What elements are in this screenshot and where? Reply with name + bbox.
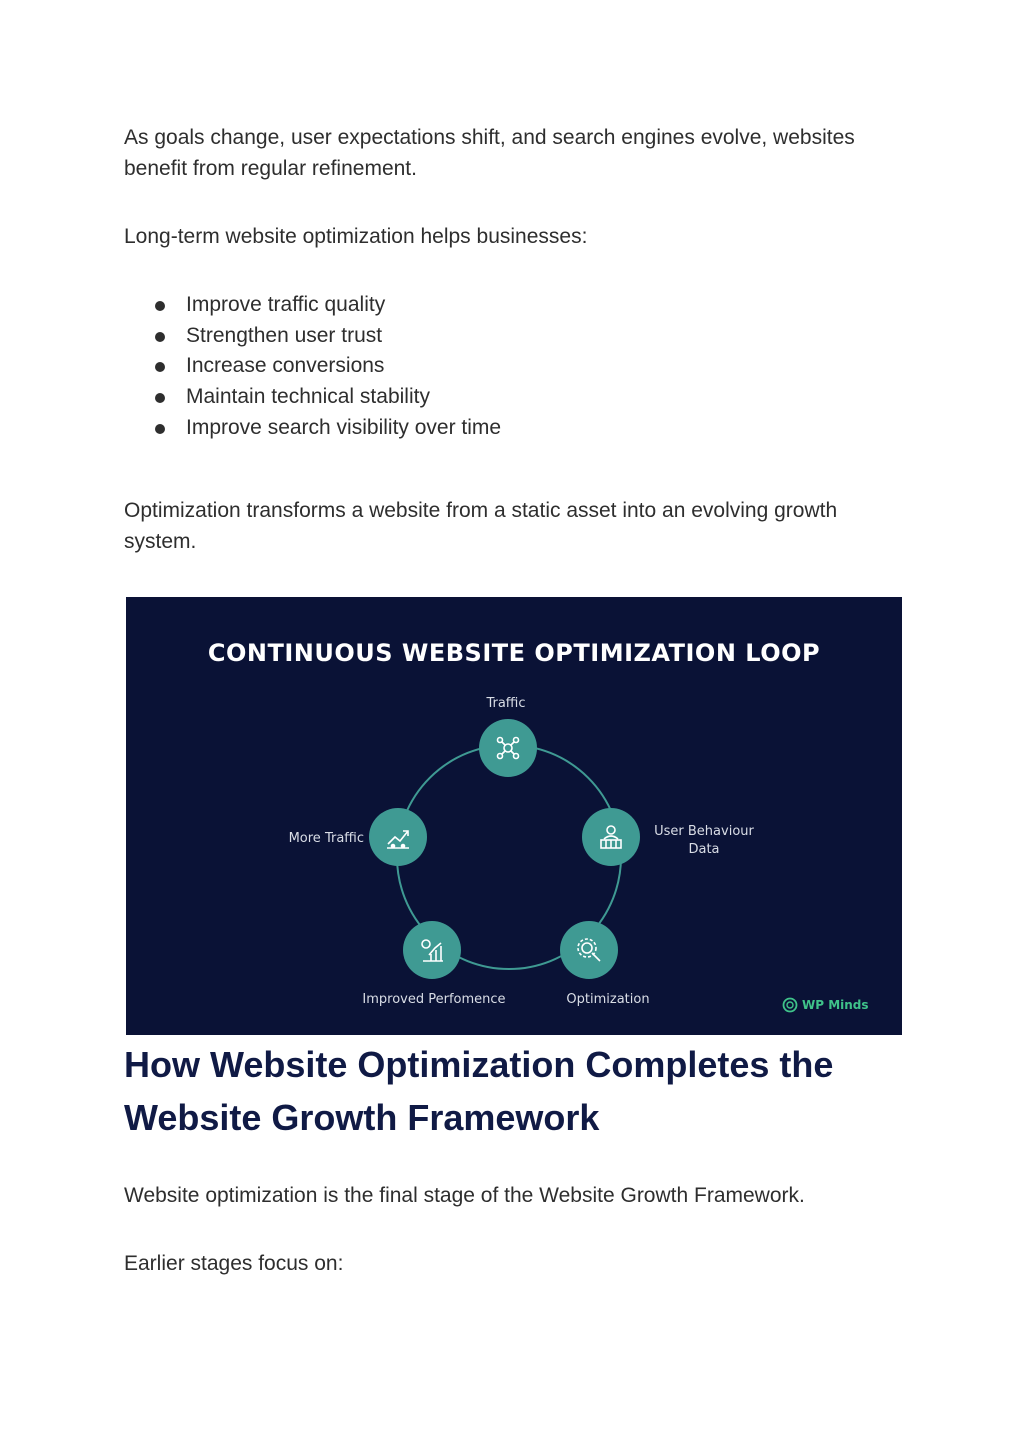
- gear-wrench-icon: [577, 938, 601, 962]
- list-item: Strengthen user trust: [124, 321, 501, 352]
- improved-performance-node: [403, 921, 461, 979]
- more-traffic-label: More Traffic: [288, 831, 364, 846]
- bullet-icon: [155, 331, 165, 342]
- optimization-label: Optimization: [566, 992, 650, 1007]
- network-icon: [496, 736, 520, 760]
- wp-minds-logo-icon: [782, 997, 798, 1013]
- more-traffic-node: [369, 808, 427, 866]
- user-data-icon: [600, 825, 622, 849]
- traffic-node: [479, 719, 537, 777]
- traffic-label: Traffic: [486, 696, 526, 711]
- figure-title: CONTINUOUS WEBSITE OPTIMIZATION LOOP: [207, 639, 821, 667]
- list-item: Improve traffic quality: [124, 290, 501, 321]
- optimization-node: [560, 921, 618, 979]
- bullet-icon: [155, 301, 165, 311]
- growth-chart-icon: [387, 830, 409, 849]
- benefits-list: Improve traffic quality Strengthen user …: [124, 290, 501, 444]
- section-heading: How Website Optimization Completes the W…: [124, 1044, 834, 1138]
- brand-name: WP Minds: [802, 998, 869, 1012]
- benefits-intro: Long-term website optimization helps bus…: [124, 225, 588, 248]
- bullet-icon: [155, 393, 165, 404]
- loop-ring: [396, 744, 622, 970]
- list-item: Improve search visibility over time: [124, 413, 501, 444]
- optimization-loop-figure: CONTINUOUS WEBSITE OPTIMIZATION LOOP Tra…: [126, 597, 902, 1035]
- bullet-icon: [155, 423, 165, 434]
- gear-chart-icon: [421, 939, 443, 962]
- brand-logo: WP Minds: [782, 997, 869, 1013]
- improved-performance-label: Improved Perfomence: [362, 992, 506, 1007]
- bullet-icon: [155, 362, 165, 373]
- list-item: Increase conversions: [124, 351, 501, 382]
- user-behaviour-label: User Behaviour Data: [654, 824, 754, 857]
- list-item: Maintain technical stability: [124, 382, 501, 413]
- section-paragraph: Website optimization is the final stage …: [124, 1184, 805, 1207]
- intro-paragraph: As goals change, user expectations shift…: [124, 126, 855, 180]
- user-behaviour-node: [582, 808, 640, 866]
- summary-paragraph: Optimization transforms a website from a…: [124, 499, 838, 553]
- earlier-stages-label: Earlier stages focus on:: [124, 1252, 344, 1275]
